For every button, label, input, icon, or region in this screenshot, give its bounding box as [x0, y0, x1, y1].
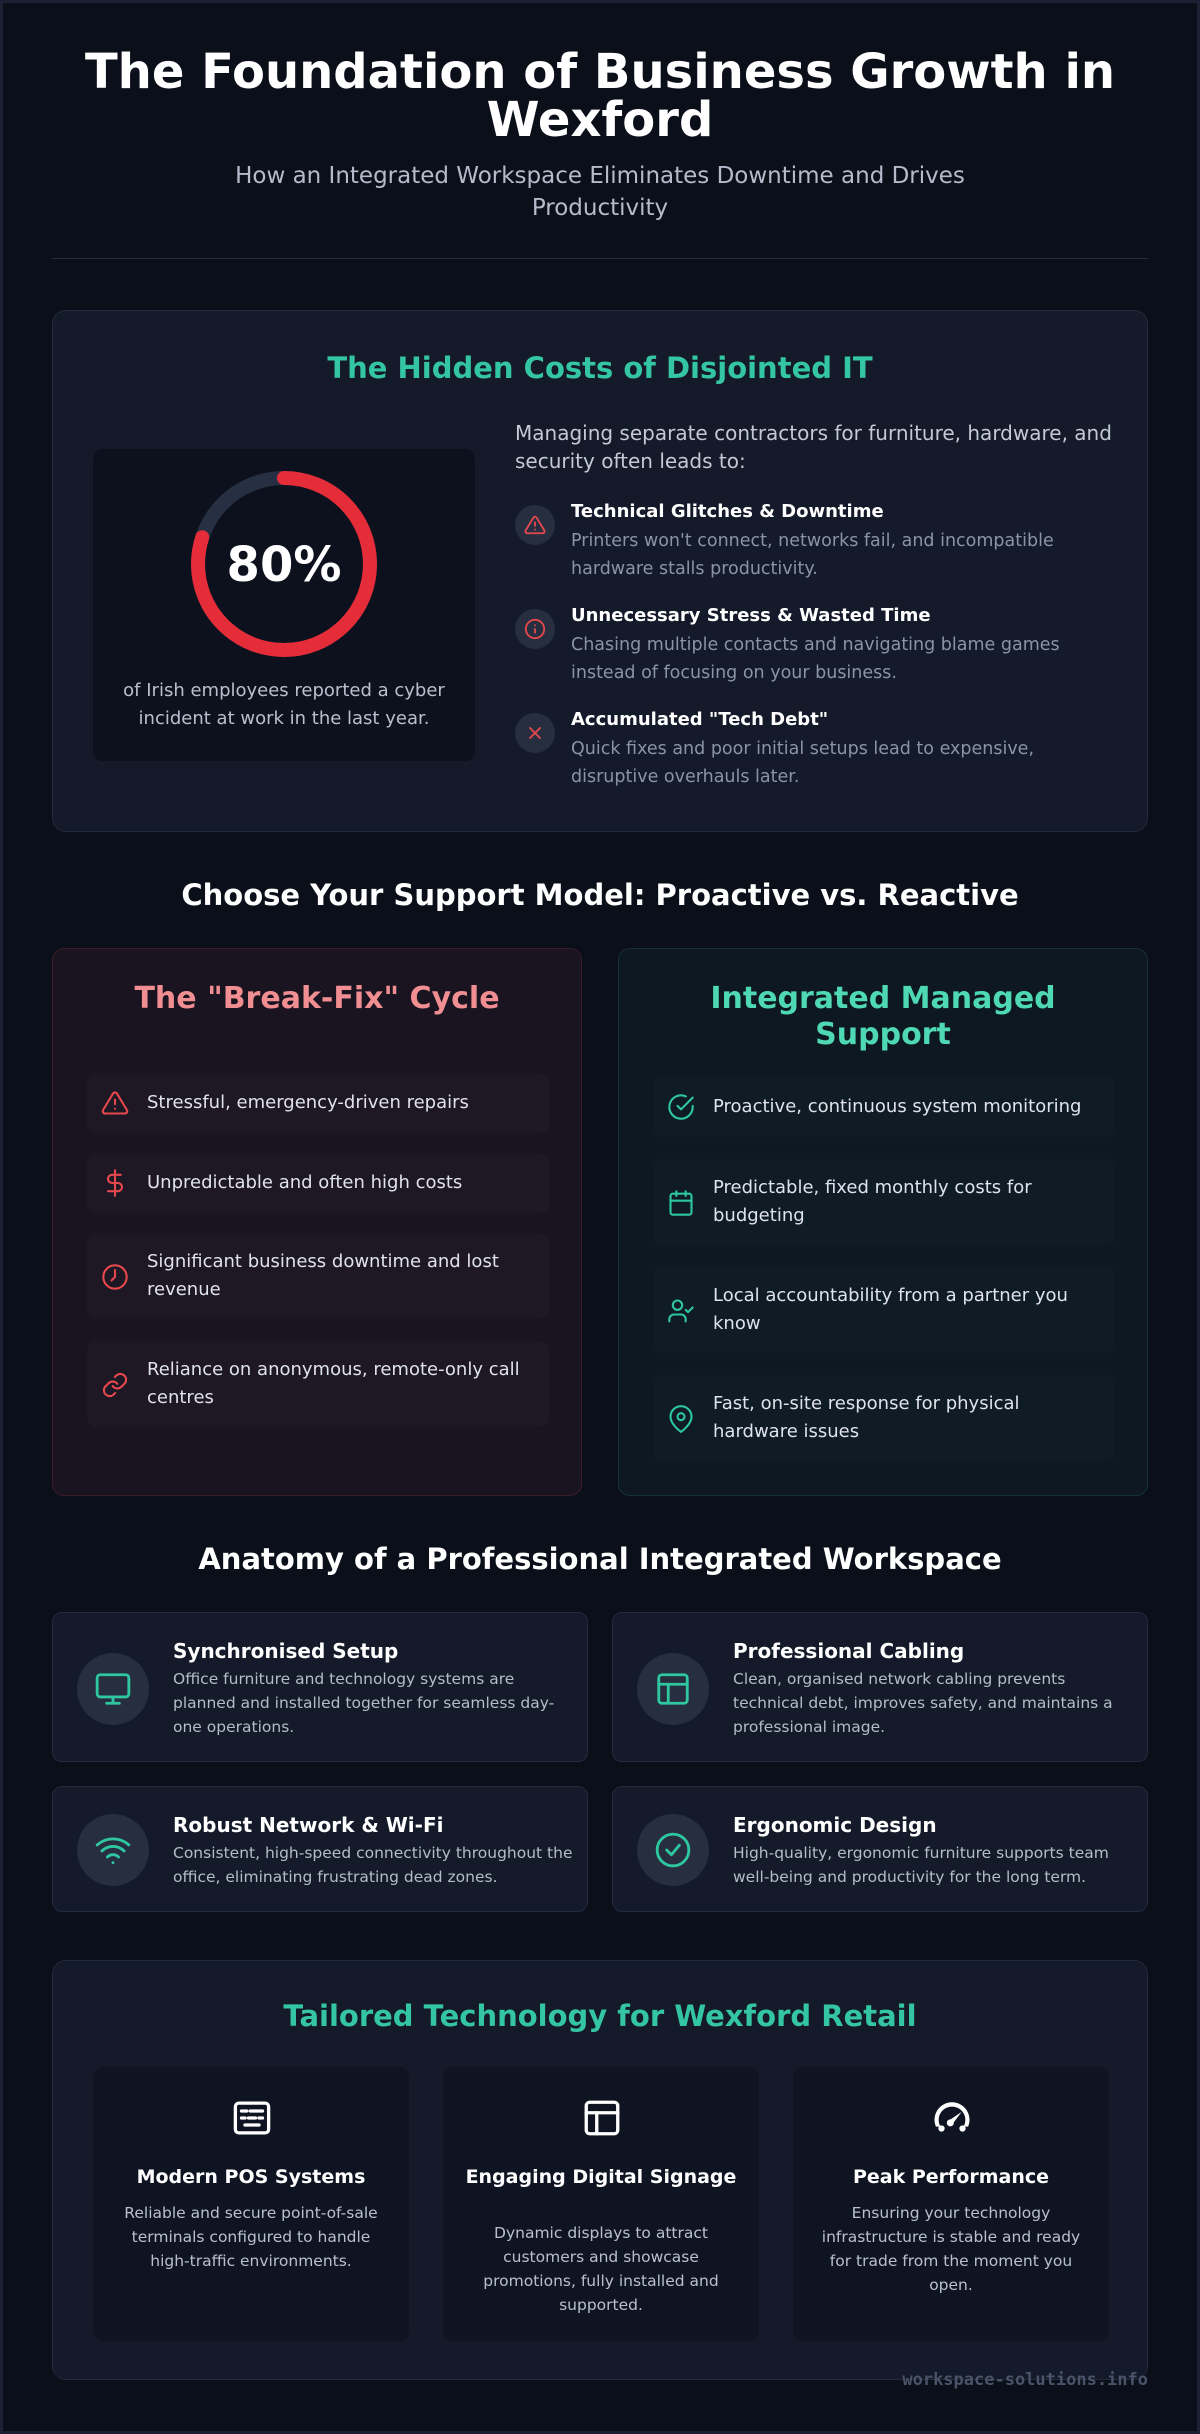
anatomy-card-desc: Consistent, high-speed connectivity thro… [173, 1844, 573, 1886]
retail-feature-card: Peak Performance Ensuring your technolog… [793, 2067, 1109, 2341]
break-fix-title: The "Break-Fix" Cycle [134, 981, 500, 1016]
header-divider [52, 258, 1148, 259]
retail-feature-card: Modern POS Systems Reliable and secure p… [93, 2067, 409, 2341]
cost-item-desc: Chasing multiple contacts and navigating… [571, 635, 1060, 683]
monitor-icon [77, 1653, 149, 1725]
warning-icon [101, 1089, 129, 1121]
calendar-icon [667, 1189, 695, 1221]
hidden-costs-title: The Hidden Costs of Disjointed IT [327, 351, 873, 385]
infographic: The Foundation of Business Growth in Wex… [52, 0, 1148, 2390]
break-fix-item: Stressful, emergency-driven repairs [87, 1073, 549, 1133]
retail-feature-desc: Ensuring your technology infrastructure … [821, 2204, 1081, 2294]
x-icon [515, 713, 555, 753]
break-fix-item: Significant business downtime and lost r… [87, 1233, 549, 1319]
map-pin-icon [667, 1405, 695, 1437]
anatomy-card-title: Robust Network & Wi-Fi [173, 1813, 444, 1837]
donut-arc [191, 471, 377, 657]
retail-feature-title: Peak Performance [852, 2166, 1050, 2188]
anatomy-card: Synchronised Setup Office furniture and … [52, 1612, 588, 1762]
managed-support-title: Integrated Managed Support [710, 981, 1056, 1052]
anatomy-card: Ergonomic Design High-quality, ergonomic… [612, 1786, 1148, 1912]
pos-terminal-icon [231, 2097, 273, 2143]
check-circle-icon [667, 1093, 695, 1125]
info-icon [515, 609, 555, 649]
break-fix-item-text: Significant business downtime and lost r… [147, 1251, 499, 1300]
signage-layout-icon [581, 2097, 623, 2143]
break-fix-item-text: Unpredictable and often high costs [147, 1172, 463, 1193]
anatomy-card-desc: Office furniture and technology systems … [173, 1670, 555, 1736]
gauge-icon [931, 2097, 973, 2143]
anatomy-card-title: Synchronised Setup [173, 1639, 399, 1663]
retail-feature-desc: Reliable and secure point-of-sale termin… [124, 2204, 378, 2270]
break-fix-item: Unpredictable and often high costs [87, 1153, 549, 1213]
break-fix-item: Reliance on anonymous, remote-only call … [87, 1341, 549, 1427]
retail-card: Tailored Technology for Wexford Retail M… [52, 1960, 1148, 2380]
check-circle-icon [637, 1814, 709, 1886]
retail-title: Tailored Technology for Wexford Retail [283, 1999, 917, 2033]
dollar-icon [101, 1169, 129, 1201]
cost-item-title: Technical Glitches & Downtime [571, 501, 884, 522]
stat-value: 80% [226, 537, 342, 593]
donut-chart [191, 471, 377, 657]
cost-item-desc: Quick fixes and poor initial setups lead… [571, 739, 1035, 787]
break-fix-column: The "Break-Fix" Cycle Stressful, emergen… [52, 948, 582, 1496]
cost-item-desc: Printers won't connect, networks fail, a… [571, 531, 1054, 579]
anatomy-card: Robust Network & Wi-Fi Consistent, high-… [52, 1786, 588, 1912]
stat-caption: of Irish employees reported a cyber inci… [123, 680, 445, 729]
warning-icon [515, 505, 555, 545]
managed-support-item: Local accountability from a partner you … [653, 1267, 1115, 1353]
managed-support-item-text: Predictable, fixed monthly costs for bud… [713, 1177, 1032, 1226]
managed-support-item: Proactive, continuous system monitoring [653, 1077, 1115, 1137]
link-icon [101, 1371, 129, 1403]
retail-feature-card: Engaging Digital Signage Dynamic display… [443, 2067, 759, 2341]
managed-support-item: Predictable, fixed monthly costs for bud… [653, 1159, 1115, 1245]
clock-icon [101, 1263, 129, 1295]
wifi-icon [77, 1814, 149, 1886]
retail-feature-title: Modern POS Systems [136, 2166, 366, 2188]
break-fix-item-text: Stressful, emergency-driven repairs [147, 1092, 469, 1113]
layout-icon [637, 1653, 709, 1725]
page-header: The Foundation of Business Growth in Wex… [52, 0, 1148, 259]
anatomy-card-desc: Clean, organised network cabling prevent… [733, 1670, 1113, 1736]
cost-item-title: Accumulated "Tech Debt" [571, 709, 829, 730]
costs-intro: Managing separate contractors for furnit… [515, 421, 1112, 473]
managed-support-item: Fast, on-site response for physical hard… [653, 1375, 1115, 1461]
managed-support-item-text: Local accountability from a partner you … [713, 1285, 1068, 1334]
stat-box: 80% of Irish employees reported a cyber … [93, 449, 475, 761]
anatomy-card-title: Ergonomic Design [733, 1813, 937, 1837]
hidden-costs-card: The Hidden Costs of Disjointed IT 80% of… [52, 310, 1148, 832]
anatomy-section-title: Anatomy of a Professional Integrated Wor… [198, 1542, 1002, 1576]
managed-support-item-text: Fast, on-site response for physical hard… [713, 1393, 1020, 1442]
footer-domain: workspace-solutions.info [902, 2370, 1148, 2390]
user-check-icon [667, 1297, 695, 1329]
page-subtitle: How an Integrated Workspace Eliminates D… [235, 163, 965, 221]
retail-feature-desc: Dynamic displays to attract customers an… [483, 2224, 719, 2314]
cost-item-title: Unnecessary Stress & Wasted Time [571, 605, 931, 626]
retail-feature-title: Engaging Digital Signage [465, 2166, 737, 2188]
managed-support-column: Integrated Managed Support Proactive, co… [618, 948, 1148, 1496]
page-title: The Foundation of Business Growth in Wex… [84, 44, 1116, 148]
anatomy-card-title: Professional Cabling [733, 1639, 965, 1663]
break-fix-item-text: Reliance on anonymous, remote-only call … [147, 1359, 520, 1408]
managed-support-item-text: Proactive, continuous system monitoring [713, 1096, 1082, 1117]
anatomy-card-desc: High-quality, ergonomic furniture suppor… [733, 1844, 1109, 1886]
support-section-title: Choose Your Support Model: Proactive vs.… [181, 878, 1019, 912]
anatomy-card: Professional Cabling Clean, organised ne… [612, 1612, 1148, 1762]
